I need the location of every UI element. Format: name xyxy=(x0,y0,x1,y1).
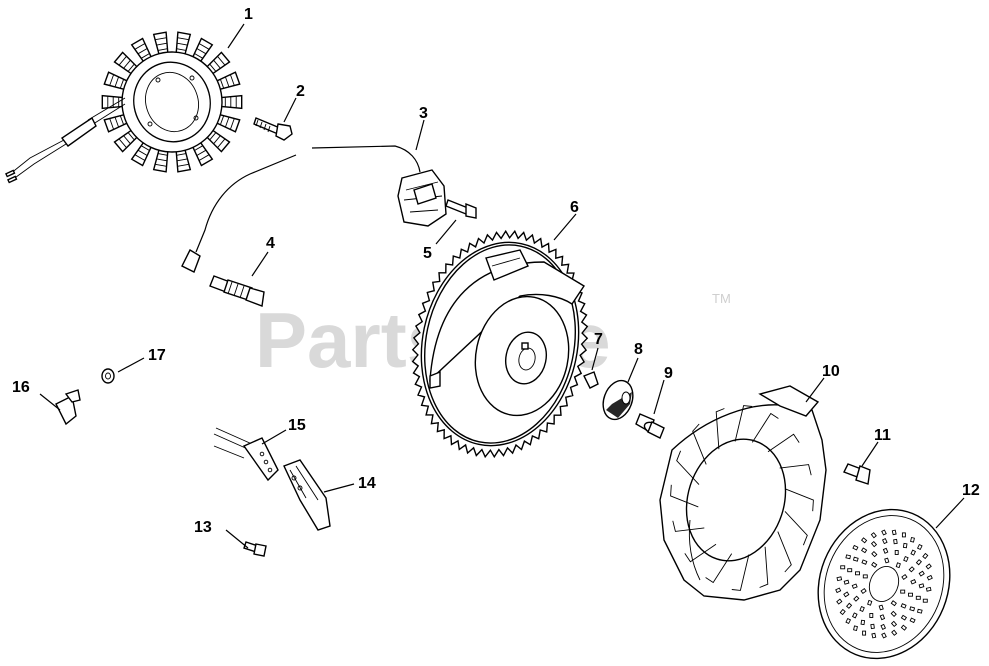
callout-4[interactable]: 4 xyxy=(266,235,275,252)
callout-16[interactable]: 16 xyxy=(12,379,30,396)
callout-12[interactable]: 12 xyxy=(962,482,980,499)
leader-lines xyxy=(39,23,965,549)
part-spark-plug[interactable] xyxy=(209,275,265,307)
part-l-bracket[interactable] xyxy=(55,389,81,426)
callout-2[interactable]: 2 xyxy=(296,83,305,100)
part-flywheel[interactable] xyxy=(403,228,597,461)
callout-7[interactable]: 7 xyxy=(594,331,603,348)
part-bolt-5[interactable] xyxy=(445,199,477,219)
callout-labels: 1 2 3 4 5 6 7 8 9 10 11 12 13 14 15 16 1… xyxy=(12,6,980,536)
callout-17[interactable]: 17 xyxy=(148,347,166,364)
callout-6[interactable]: 6 xyxy=(570,199,579,216)
callout-15[interactable]: 15 xyxy=(288,417,306,434)
callout-14[interactable]: 14 xyxy=(358,475,376,492)
part-screw-13[interactable] xyxy=(243,541,267,557)
part-nut[interactable] xyxy=(101,368,115,384)
callout-5[interactable]: 5 xyxy=(423,245,432,262)
part-fan[interactable] xyxy=(659,385,827,601)
part-ignition-module[interactable] xyxy=(181,145,447,273)
callout-1[interactable]: 1 xyxy=(244,6,253,23)
part-wire-clip[interactable] xyxy=(213,427,279,482)
callout-8[interactable]: 8 xyxy=(634,341,643,358)
callout-13[interactable]: 13 xyxy=(194,519,212,536)
part-washer[interactable] xyxy=(598,376,638,423)
part-bracket[interactable] xyxy=(283,459,331,531)
watermark-trademark: TM xyxy=(712,291,731,306)
part-stator[interactable] xyxy=(5,31,243,184)
part-flange-bolt[interactable] xyxy=(635,413,665,439)
callout-10[interactable]: 10 xyxy=(822,363,840,380)
fan-blades xyxy=(670,405,814,591)
callout-3[interactable]: 3 xyxy=(419,105,428,122)
callout-9[interactable]: 9 xyxy=(664,365,673,382)
part-screw-11[interactable] xyxy=(843,463,871,485)
callout-11[interactable]: 11 xyxy=(874,427,891,444)
part-screen[interactable] xyxy=(796,490,972,666)
part-key[interactable] xyxy=(583,371,599,389)
part-bolt-2[interactable] xyxy=(253,117,293,141)
screen-holes xyxy=(835,529,933,639)
